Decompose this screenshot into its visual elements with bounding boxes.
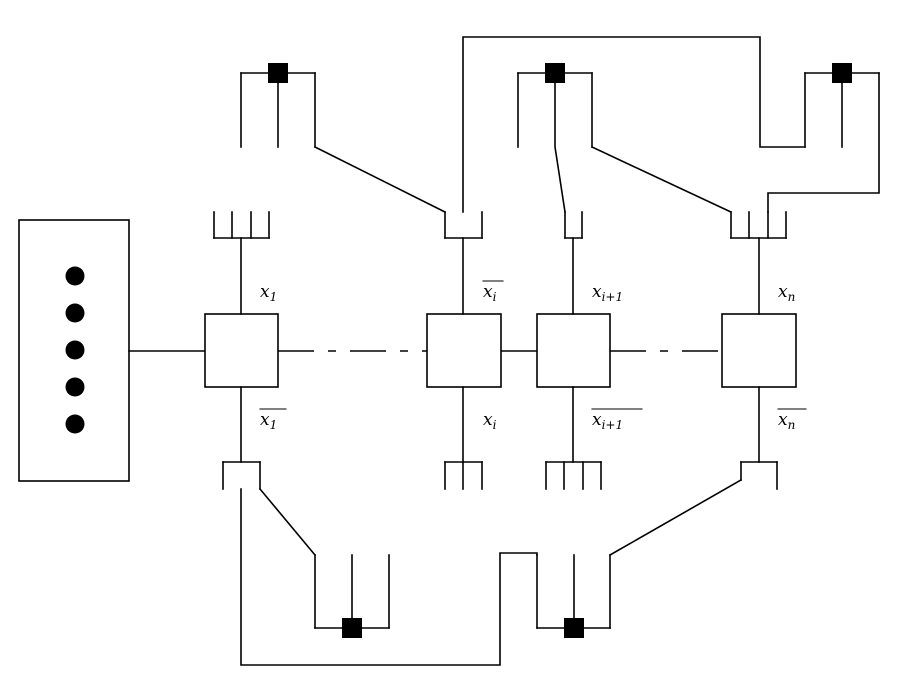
dot-icon xyxy=(65,340,85,360)
label-x1-bar: x1 xyxy=(259,408,287,432)
label-sub: 1 xyxy=(270,290,278,304)
dot-icon xyxy=(65,303,85,323)
dot-icon xyxy=(65,377,85,397)
label-xi: xi xyxy=(483,410,497,432)
fork-top-xi xyxy=(444,211,483,239)
variable-box-xi1 xyxy=(536,313,611,388)
svg-text:xn: xn xyxy=(778,410,795,432)
clause-gadget-bottom-2 xyxy=(240,478,743,666)
label-sub: 1 xyxy=(270,418,278,432)
label-xn-bar: xn xyxy=(777,408,807,432)
fork-bottom-xi xyxy=(444,461,483,490)
svg-text:xi: xi xyxy=(483,410,497,432)
label-xn: xn xyxy=(778,282,795,304)
svg-text:x1: x1 xyxy=(260,410,277,432)
label-sub: n xyxy=(788,290,796,304)
label-xi1: xi+1 xyxy=(592,282,623,304)
label-x1: x1 xyxy=(260,282,277,304)
fork-bottom-xn xyxy=(740,461,778,490)
variable-box-x1 xyxy=(204,313,279,388)
clause-gadget-top-3 xyxy=(462,36,880,213)
label-base: x xyxy=(260,282,270,302)
label-sub: i+1 xyxy=(602,418,624,432)
clause-terminal-icon xyxy=(545,63,565,83)
label-sub: n xyxy=(788,418,796,432)
variable-box-xn xyxy=(721,313,797,388)
label-sub: i+1 xyxy=(602,290,624,304)
variable-box-xi xyxy=(426,313,502,388)
label-sub: i xyxy=(493,418,497,432)
svg-text:xi+1: xi+1 xyxy=(592,410,623,432)
label-xi1-bar: xi+1 xyxy=(591,408,643,432)
fork-top-xi1 xyxy=(564,211,583,239)
label-base: x xyxy=(483,282,493,302)
svg-text:x1: x1 xyxy=(260,282,277,304)
left-gadget xyxy=(18,219,130,482)
label-base: x xyxy=(778,410,788,430)
svg-text:xi: xi xyxy=(483,282,497,304)
label-xi-bar: xi xyxy=(482,280,504,304)
svg-text:xi+1: xi+1 xyxy=(592,282,623,304)
clause-gadget-bottom-1 xyxy=(258,487,390,638)
fork-top-xn xyxy=(730,211,787,239)
label-base: x xyxy=(592,410,602,430)
clause-gadget-top-2 xyxy=(517,63,733,214)
label-base: x xyxy=(592,282,602,302)
label-base: x xyxy=(483,410,493,430)
clause-terminal-icon xyxy=(832,63,852,83)
label-base: x xyxy=(260,410,270,430)
label-sub: i xyxy=(493,290,497,304)
clause-terminal-icon xyxy=(342,618,362,638)
fork-bottom-xi1 xyxy=(545,461,602,490)
svg-text:xn: xn xyxy=(778,282,795,304)
label-base: x xyxy=(778,282,788,302)
clause-terminal-icon xyxy=(268,63,288,83)
fork-bottom-x1 xyxy=(222,461,261,490)
dot-icon xyxy=(65,414,85,434)
dot-icon xyxy=(65,266,85,286)
clause-gadget-top-1 xyxy=(240,63,447,214)
fork-top-x1 xyxy=(213,211,270,239)
clause-terminal-icon xyxy=(564,618,584,638)
